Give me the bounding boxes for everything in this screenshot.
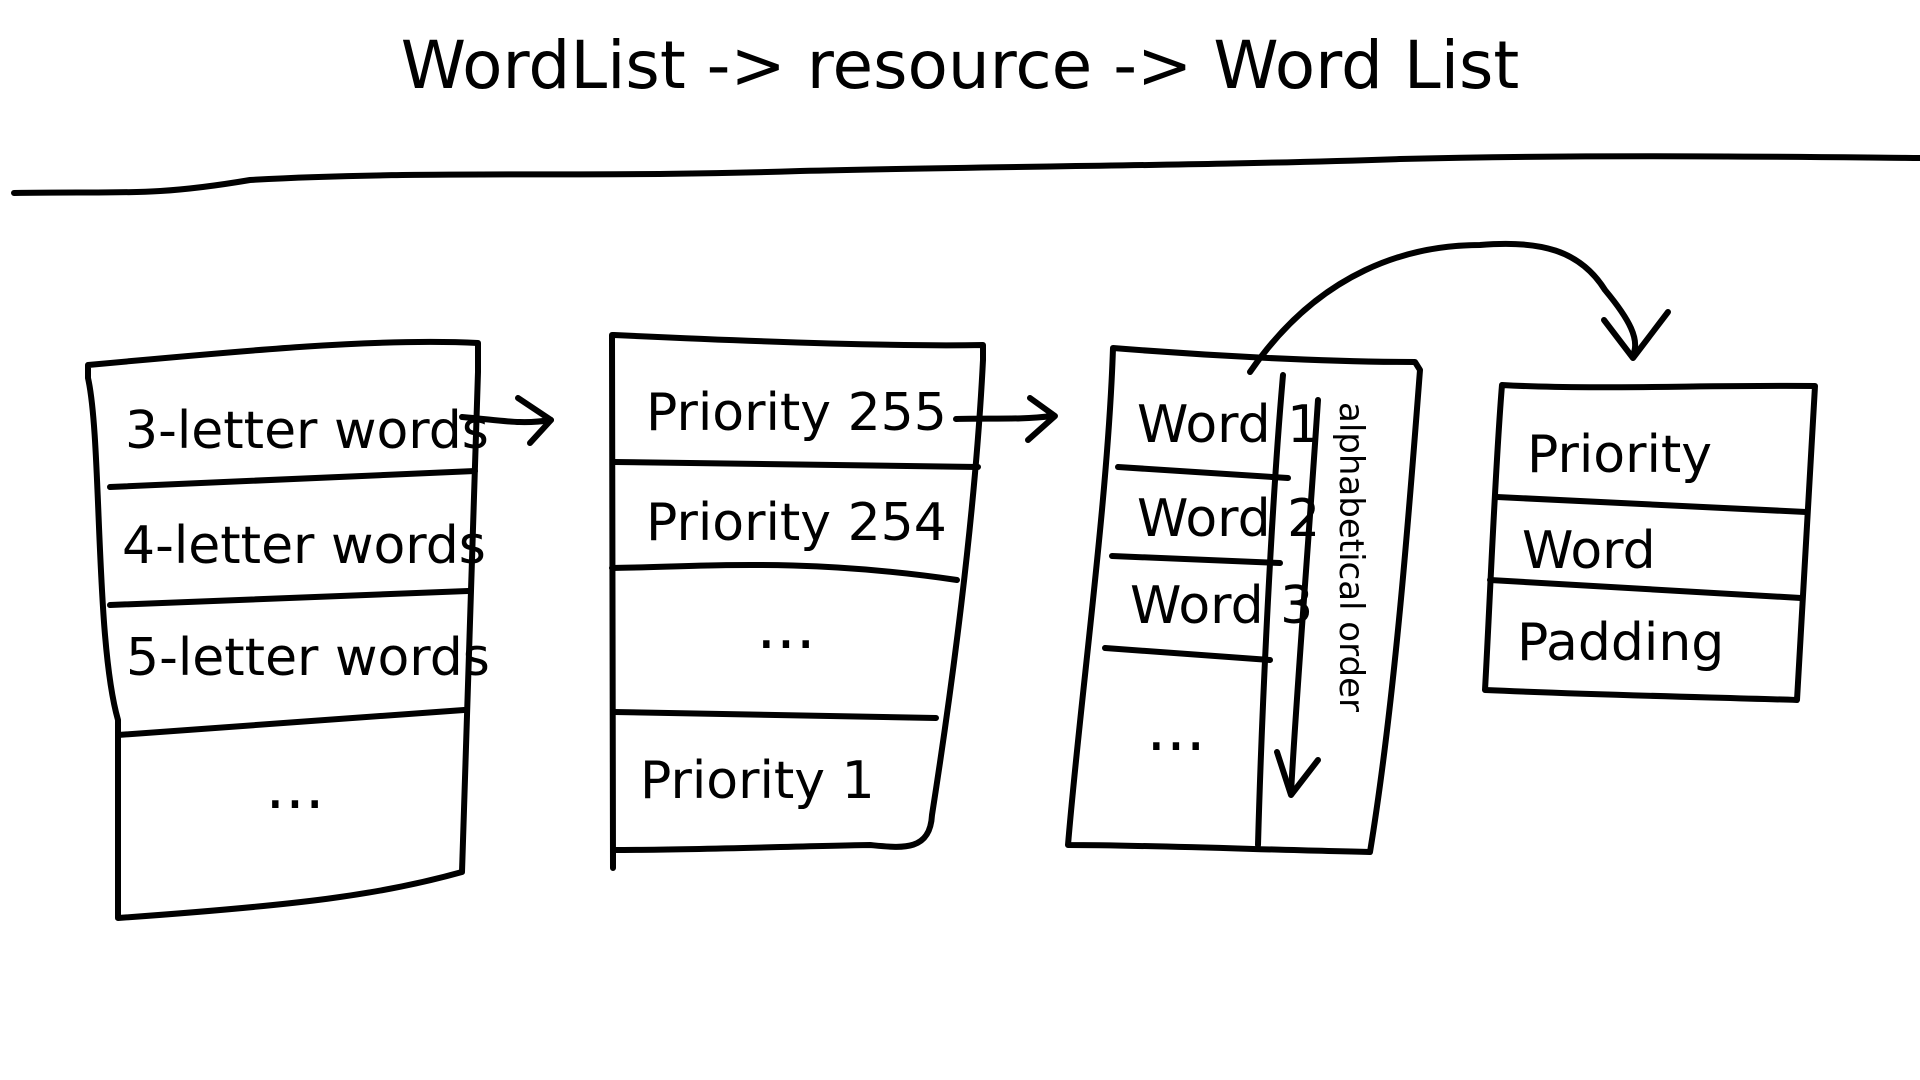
priority-row: Priority 254 xyxy=(646,493,947,553)
word-table-outline xyxy=(1065,345,1423,855)
word-length-table-outline xyxy=(85,338,481,921)
word-row: Word 1 xyxy=(1137,395,1320,455)
row-divider xyxy=(1102,645,1273,663)
row-divider xyxy=(1109,553,1283,566)
row-divider xyxy=(1494,494,1809,515)
word-table: Word 1 Word 2 Word 3 ... alphabetical or… xyxy=(1065,345,1423,855)
record-layout-table-outline xyxy=(1482,382,1818,703)
row-divider xyxy=(609,561,960,583)
alphabetical-order-label: alphabetical order xyxy=(1331,402,1371,712)
row-divider xyxy=(611,459,981,470)
word-row: ... xyxy=(1146,692,1205,765)
row-divider xyxy=(611,709,939,721)
arrow-right xyxy=(953,395,1058,443)
record-field: Priority xyxy=(1527,425,1712,485)
row-divider xyxy=(107,588,471,608)
record-field: Word xyxy=(1522,521,1656,581)
record-layout-table: Priority Word Padding xyxy=(1482,382,1818,703)
word-length-row: 4-letter words xyxy=(122,516,486,576)
priority-row: ... xyxy=(756,590,815,663)
word-length-table: 3-letter words 4-letter words 5-letter w… xyxy=(85,338,490,921)
row-divider xyxy=(1115,464,1291,481)
row-divider xyxy=(107,468,478,490)
title-divider xyxy=(11,153,1920,196)
word-length-row: 5-letter words xyxy=(126,628,490,688)
alphabetical-order-arrowhead xyxy=(1274,749,1321,798)
arrow-right xyxy=(459,395,554,446)
word-row: Word 3 xyxy=(1130,576,1313,636)
word-length-row: 3-letter words xyxy=(125,401,489,461)
alphabetical-order-arrow xyxy=(1288,397,1321,796)
priority-table-outline xyxy=(609,332,986,871)
word-length-row: ... xyxy=(265,750,324,823)
priority-row: Priority 255 xyxy=(646,383,947,443)
priority-table: Priority 255 Priority 254 ... Priority 1 xyxy=(609,332,986,871)
word-row: Word 2 xyxy=(1137,489,1320,549)
word-column-divider xyxy=(1255,372,1286,848)
row-divider xyxy=(1487,577,1804,601)
priority-row: Priority 1 xyxy=(640,751,875,811)
diagram-title: WordList -> resource -> Word List xyxy=(401,27,1520,104)
curved-arrow xyxy=(1247,240,1671,375)
row-divider xyxy=(115,707,467,738)
record-field: Padding xyxy=(1517,613,1724,673)
